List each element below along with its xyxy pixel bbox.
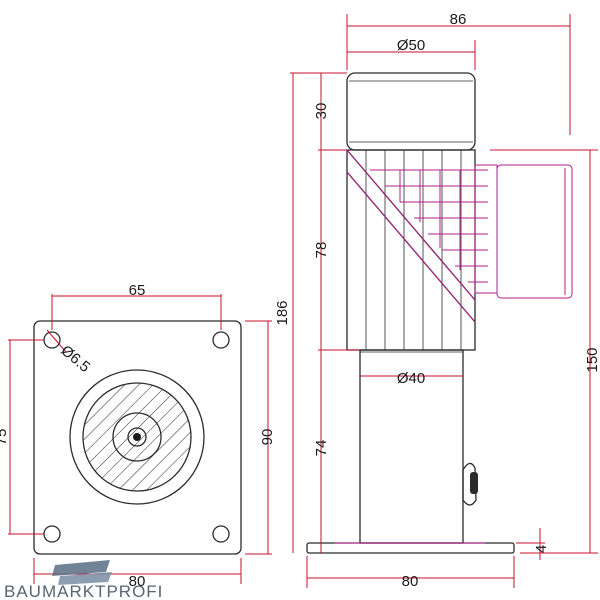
mounting-hole-top-right bbox=[212, 331, 230, 349]
dim-plate-width: 80 bbox=[129, 573, 146, 590]
side-plunger bbox=[474, 164, 498, 294]
dim-shaft-diameter: Ø40 bbox=[397, 370, 425, 387]
mounting-plate bbox=[33, 320, 242, 555]
mounting-hole-bottom-right bbox=[212, 525, 230, 543]
dim-head-height: 30 bbox=[313, 103, 330, 120]
dim-installed-height: 150 bbox=[584, 347, 600, 372]
magnet-center bbox=[127, 427, 147, 447]
side-view bbox=[306, 72, 573, 554]
head-cap bbox=[346, 72, 476, 151]
dim-overall-width: 86 bbox=[450, 11, 467, 28]
plunger-cap bbox=[496, 164, 573, 299]
dim-base-thickness: 4 bbox=[533, 545, 550, 553]
watermark-logo: BAUMARKTPROFI bbox=[4, 560, 163, 600]
release-button bbox=[462, 462, 477, 506]
mounting-hole-bottom-left bbox=[43, 525, 61, 543]
dim-head-diameter: Ø50 bbox=[397, 37, 425, 54]
dim-plate-height: 90 bbox=[259, 429, 276, 446]
dim-hole-diameter: Ø6.5 bbox=[57, 342, 93, 376]
dim-shaft-height: 74 bbox=[313, 440, 330, 457]
mounting-hole-top-left bbox=[43, 331, 61, 349]
top-view bbox=[33, 320, 242, 555]
side-view-dimensions: 86 Ø50 186 30 78 74 Ø40 150 4 80 bbox=[274, 11, 600, 590]
watermark-text: BAUMARKTPROFI bbox=[4, 582, 163, 600]
dim-base-width: 80 bbox=[402, 573, 419, 590]
housing-outer-circle bbox=[69, 369, 205, 505]
dim-body-height: 78 bbox=[313, 242, 330, 259]
base-plate bbox=[306, 542, 515, 554]
dim-hole-spacing-horizontal: 65 bbox=[129, 282, 146, 299]
diagonal-hatch-grid bbox=[370, 169, 488, 283]
dim-total-height: 186 bbox=[274, 300, 291, 325]
dim-hole-spacing-vertical: 75 bbox=[0, 429, 10, 446]
